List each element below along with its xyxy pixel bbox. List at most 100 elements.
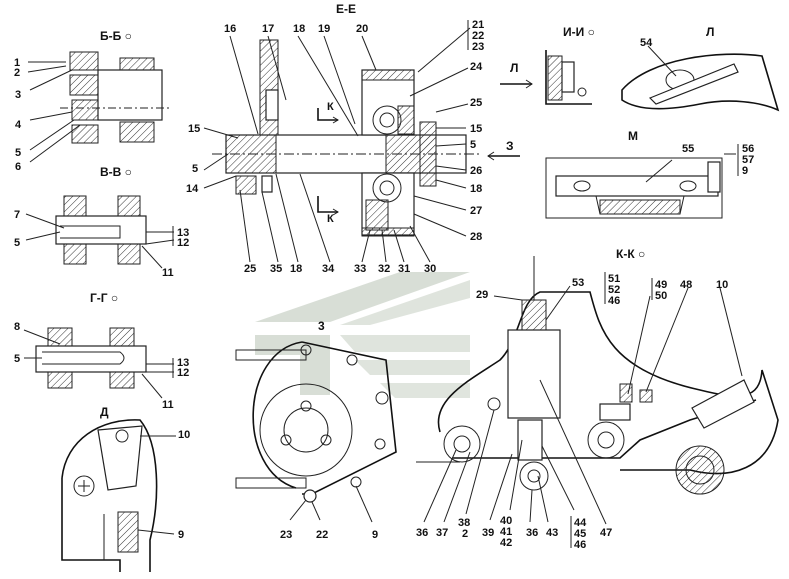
section-l-title: Л (706, 25, 714, 39)
callout-kk-37: 37 (436, 527, 448, 539)
callout-ee-28: 28 (470, 231, 482, 243)
callout-bb-6: 6 (15, 161, 21, 173)
section-vv: В-В ○ 7 5 13 12 11 (14, 165, 189, 279)
callout-bb-5: 5 (15, 147, 21, 159)
callout-ee-32: 32 (378, 263, 390, 275)
callout-kk-47: 47 (600, 527, 612, 539)
callout-ee-30: 30 (424, 263, 436, 275)
section-ii: И-И ○ Л (500, 25, 595, 105)
callout-m-57: 57 (742, 154, 754, 166)
callout-ee-27: 27 (470, 205, 482, 217)
callout-kk-29: 29 (476, 289, 488, 301)
callout-m-9: 9 (742, 165, 748, 177)
callout-kk-44: 44 (574, 517, 587, 529)
section-gg: Г-Г ○ 8 5 13 12 11 (14, 291, 189, 411)
callout-ee-17: 17 (262, 23, 274, 35)
callout-vv-13: 13 (177, 227, 189, 239)
callout-kk-36: 36 (416, 527, 428, 539)
callout-kk-46b: 46 (574, 539, 586, 551)
callout-kk-52: 52 (608, 284, 620, 296)
callout-gg-5: 5 (14, 353, 20, 365)
arrow-z-label: З (506, 139, 514, 153)
section-ii-title: И-И ○ (563, 25, 595, 39)
section-l: Л 54 (621, 25, 780, 112)
section-ee-title: Е-Е (336, 2, 356, 16)
callout-vv-7: 7 (14, 209, 20, 221)
callout-d-10: 10 (178, 429, 190, 441)
callout-l-54: 54 (640, 37, 653, 49)
callout-bb-4: 4 (15, 119, 22, 131)
section-kk-title: К-К ○ (616, 247, 645, 261)
callout-ee-14: 14 (186, 183, 199, 195)
section-d: Д 10 9 (61, 405, 190, 572)
callout-ee-31: 31 (398, 263, 410, 275)
callout-ee-19: 19 (318, 23, 330, 35)
callout-kk-39: 39 (482, 527, 494, 539)
section-three-title: 3 (318, 319, 325, 333)
section-kk: К-К ○ 29 53 51 52 46 49 50 4 (416, 247, 779, 551)
callout-gg-13: 13 (177, 357, 189, 369)
section-m-title: М (628, 129, 638, 143)
callout-kk-2: 2 (462, 528, 468, 540)
callout-ee-24: 24 (470, 61, 483, 73)
callout-three-9: 9 (372, 529, 378, 541)
callout-ee-5: 5 (192, 163, 198, 175)
callout-three-23: 23 (280, 529, 292, 541)
section-m: М 55 56 57 9 (545, 129, 754, 219)
callout-kk-51: 51 (608, 273, 620, 285)
watermark-logo (255, 272, 470, 398)
callout-ee-35: 35 (270, 263, 282, 275)
callout-bb-1: 1 (14, 57, 20, 69)
callout-kk-46: 46 (608, 295, 620, 307)
callout-ee-15-r: 15 (470, 123, 482, 135)
callout-d-9: 9 (178, 529, 184, 541)
callout-kk-36b: 36 (526, 527, 538, 539)
callout-kk-43: 43 (546, 527, 558, 539)
callout-gg-8: 8 (14, 321, 20, 333)
callout-gg-11: 11 (162, 399, 174, 411)
callout-ee-15: 15 (188, 123, 200, 135)
callout-vv-12: 12 (177, 237, 189, 249)
callout-ee-22: 22 (472, 30, 484, 42)
callout-ee-20: 20 (356, 23, 368, 35)
section-three: 3 23 22 9 (235, 319, 397, 541)
callout-three-22: 22 (316, 529, 328, 541)
callout-m-55: 55 (682, 143, 694, 155)
callout-m-56: 56 (742, 143, 754, 155)
callout-kk-53: 53 (572, 277, 584, 289)
arrow-l-label: Л (510, 61, 518, 75)
callout-kk-41: 41 (500, 526, 512, 538)
callout-ee-18: 18 (293, 23, 305, 35)
callout-kk-40: 40 (500, 515, 512, 527)
callout-ee-5-r: 5 (470, 139, 476, 151)
section-gg-title: Г-Г ○ (90, 291, 118, 305)
section-d-title: Д (100, 405, 109, 419)
section-bb-title: Б-Б ○ (100, 29, 132, 43)
callout-ee-16: 16 (224, 23, 236, 35)
callout-ee-34: 34 (322, 263, 335, 275)
callout-kk-48: 48 (680, 279, 692, 291)
callout-kk-49: 49 (655, 279, 667, 291)
callout-ee-21: 21 (472, 19, 484, 31)
callout-ee-18-r: 18 (470, 183, 482, 195)
callout-ee-26: 26 (470, 165, 482, 177)
callout-ee-25-b: 25 (244, 263, 256, 275)
section-vv-title: В-В ○ (100, 165, 132, 179)
callout-bb-2: 2 (14, 67, 20, 79)
callout-ee-33: 33 (354, 263, 366, 275)
callout-ee-18-b: 18 (290, 263, 302, 275)
callout-ee-23: 23 (472, 41, 484, 53)
arrow-k-bottom-label: К (327, 213, 334, 225)
callout-kk-50: 50 (655, 290, 667, 302)
arrow-k-top-label: К (327, 101, 334, 113)
section-ee: Е-Е К К (186, 2, 520, 275)
callout-kk-45: 45 (574, 528, 586, 540)
callout-kk-10: 10 (716, 279, 728, 291)
callout-kk-38: 38 (458, 517, 470, 529)
callout-gg-12: 12 (177, 367, 189, 379)
callout-kk-42: 42 (500, 537, 512, 549)
callout-vv-11: 11 (162, 267, 174, 279)
section-bb: Б-Б ○ 1 2 3 4 5 6 (14, 29, 170, 173)
